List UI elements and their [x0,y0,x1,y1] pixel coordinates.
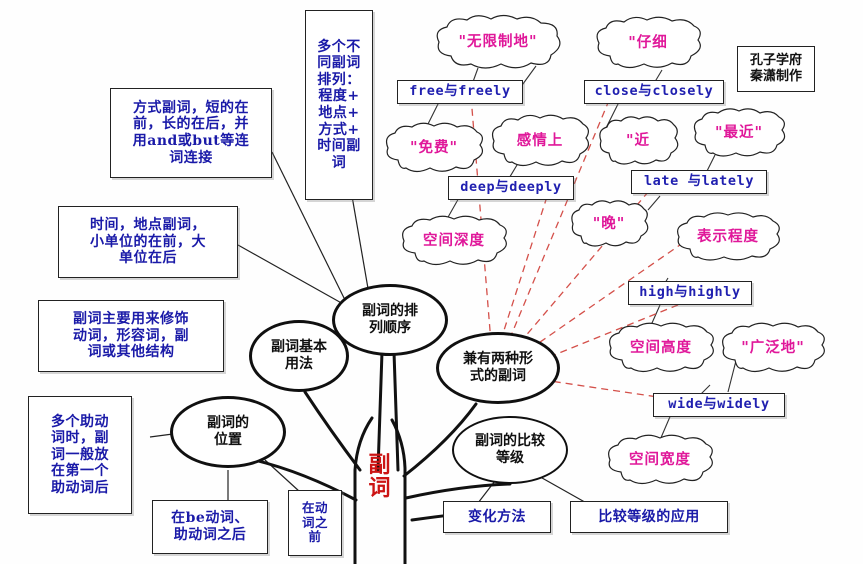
branch-basic-usage[interactable]: 副词基本 用法 [249,320,349,392]
note-adverb-modifies: 副词主要用来修饰 动词，形容词，副 词或其他结构 [38,300,224,372]
wordbox-close-closely[interactable]: close与closely [584,80,724,104]
cloud-degree: 表示程度 [673,212,783,262]
credit-line-2: 秦潇制作 [749,69,802,84]
cloud-careful: "仔细 [592,16,704,70]
cloud-free-of-charge: "免费" [382,122,486,174]
note-time-place-order: 时间，地点副词， 小单位的在前，大 单位在后 [58,206,238,278]
branch-order[interactable]: 副词的排 列顺序 [332,284,448,356]
cloud-widely: "广泛地" [718,322,828,374]
cloud-shape-icon [596,16,701,69]
branch-position[interactable]: 副词的 位置 [170,396,286,468]
cloud-shape-icon [722,322,825,373]
cloud-spatial-width: 空间宽度 [604,434,716,486]
trunk-label: 副 词 [368,451,392,501]
wordbox-wide-widely[interactable]: wide与widely [653,393,785,417]
cloud-label: "最近" [714,124,764,142]
note-manner-adverb-order: 方式副词，短的在 前，长的在后，并 用and或but等连 词连接 [110,88,272,178]
note-multi-adverb-order: 多个不 同副词 排列： 程度+ 地点+ 方式+ 时间副 词 [305,10,373,200]
cloud-shape-icon [608,434,713,485]
cloud-shape-icon [693,108,786,157]
cloud-spatial-height: 空间高度 [605,322,717,374]
note-before-verb: 在动 词之 前 [288,490,342,556]
wordbox-late-lately[interactable]: late 与lately [631,170,767,194]
branch-two-forms[interactable]: 兼有两种形 式的副词 [436,332,560,404]
credit-stamp: 孔子学府 秦潇制作 [737,46,815,92]
cloud-recently: "最近" [690,108,788,158]
cloud-shape-icon [677,212,780,261]
note-multiple-auxiliary: 多个助动 词时，副 词一般放 在第一个 助动词后 [28,396,132,514]
cloud-label: "广泛地" [741,339,805,357]
note-change-method: 变化方法 [443,501,551,533]
cloud-label: 空间高度 [630,339,692,357]
cloud-label: 空间宽度 [629,451,691,469]
wordbox-deep-deeply[interactable]: deep与deeply [448,176,574,200]
branch-comparison[interactable]: 副词的比较 等级 [452,416,568,484]
cloud-unrestricted: "无限制地" [431,14,565,70]
cloud-label: 空间深度 [423,232,485,250]
note-after-be-aux: 在be动词、 助动词之后 [152,500,268,554]
cloud-emotionally: 感情上 [488,114,592,168]
cloud-label: "无限制地" [458,33,538,51]
cloud-late-time: "晚" [568,200,650,248]
cloud-label: "晚" [592,215,626,233]
note-comparison-usage: 比较等级的应用 [570,501,728,533]
cloud-label: "免费" [409,139,459,157]
credit-line-1: 孔子学府 [749,52,802,68]
cloud-label: 表示程度 [697,228,759,246]
cloud-label: "近 [625,132,651,150]
wordbox-high-highly[interactable]: high与highly [628,281,752,305]
wordbox-free-freely[interactable]: free与freely [397,80,523,104]
cloud-spatial-depth: 空间深度 [398,215,510,267]
cloud-near: "近 [596,116,680,166]
cloud-shape-icon [436,14,561,69]
cloud-label: 感情上 [516,132,564,150]
cloud-label: "仔细 [628,34,668,52]
